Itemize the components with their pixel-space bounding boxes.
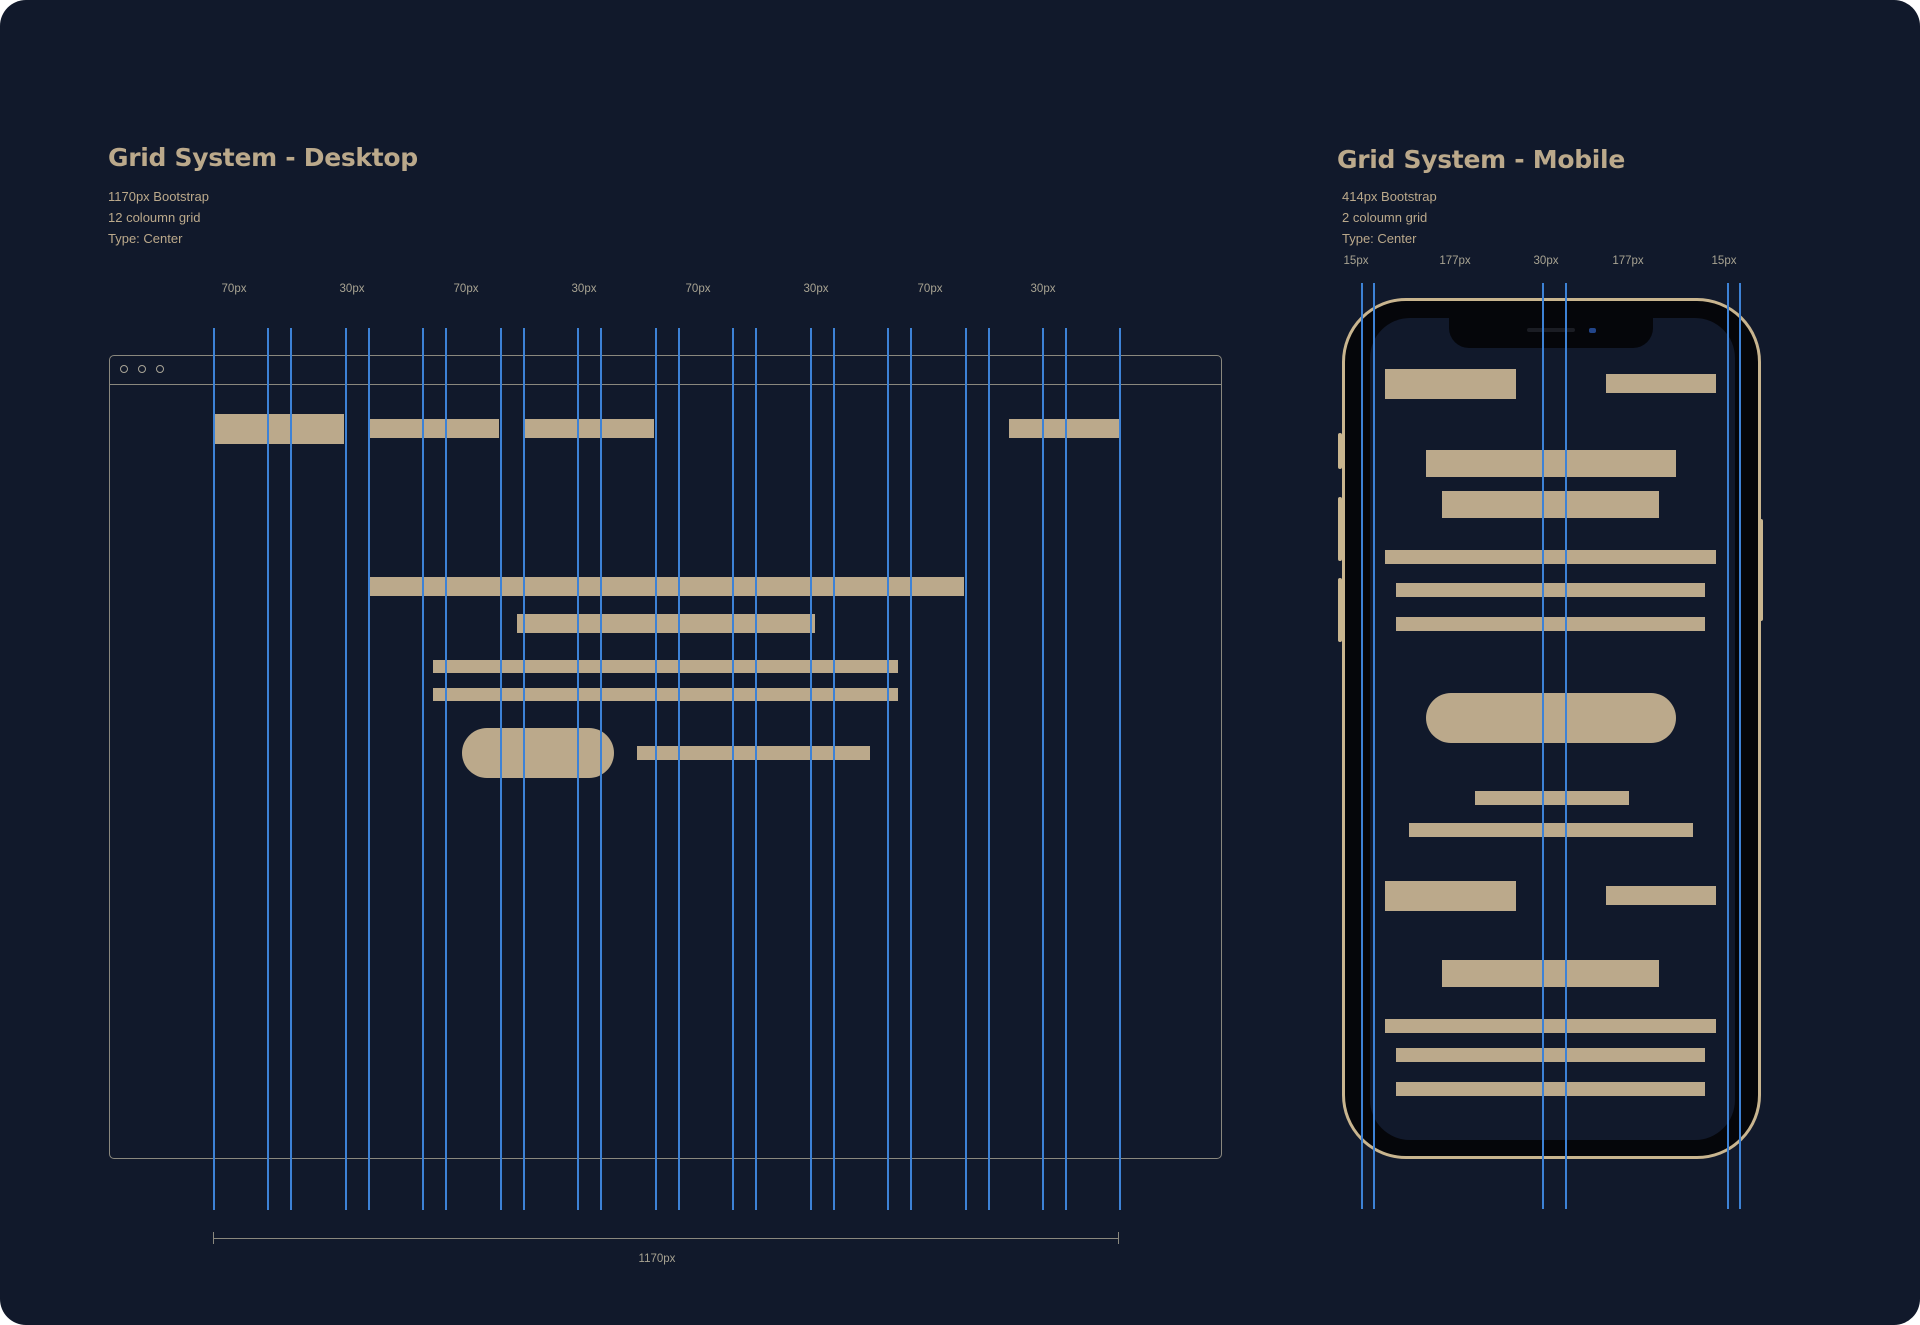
mobile-text-line bbox=[1385, 1019, 1716, 1033]
mobile-link-block bbox=[1475, 791, 1629, 805]
mobile-title: Grid System - Mobile bbox=[1337, 145, 1625, 174]
desktop-grid-line bbox=[577, 328, 579, 1210]
mobile-specs: 414px Bootstrap 2 coloumn grid Type: Cen… bbox=[1342, 186, 1437, 249]
desktop-grid-line bbox=[1065, 328, 1067, 1210]
desktop-grid-line bbox=[810, 328, 812, 1210]
mobile-text-line bbox=[1409, 823, 1693, 837]
window-dot-icon bbox=[120, 365, 128, 373]
desktop-nav-block bbox=[1009, 419, 1119, 438]
mobile-grid-line bbox=[1373, 283, 1375, 1209]
mobile-gutter-label: 30px bbox=[1533, 255, 1559, 267]
mobile-column-label: 177px bbox=[1439, 255, 1471, 267]
mobile-margin-label: 15px bbox=[1711, 255, 1737, 267]
speaker-icon bbox=[1527, 328, 1575, 332]
total-width-dimension-line bbox=[213, 1238, 1119, 1239]
desktop-grid-line bbox=[755, 328, 757, 1210]
phone-side-button bbox=[1338, 433, 1342, 469]
camera-icon bbox=[1589, 328, 1596, 333]
mobile-grid-line bbox=[1542, 283, 1544, 1209]
desktop-subheading-block bbox=[517, 614, 815, 633]
phone-notch bbox=[1449, 318, 1653, 348]
desktop-spec-columns: 12 coloumn grid bbox=[108, 210, 201, 225]
mobile-column-label: 177px bbox=[1612, 255, 1644, 267]
desktop-grid-line bbox=[833, 328, 835, 1210]
desktop-spec-type: Type: Center bbox=[108, 231, 183, 246]
desktop-column-label: 70px bbox=[917, 283, 943, 295]
desktop-grid-line bbox=[445, 328, 447, 1210]
desktop-title: Grid System - Desktop bbox=[108, 143, 418, 172]
desktop-grid-line bbox=[988, 328, 990, 1210]
mobile-button-block bbox=[1426, 693, 1676, 743]
desktop-spec-width: 1170px Bootstrap bbox=[108, 189, 209, 204]
desktop-nav-block bbox=[523, 419, 654, 438]
desktop-grid-line bbox=[1119, 328, 1121, 1210]
dimension-tick bbox=[1118, 1232, 1119, 1244]
mobile-grid-line bbox=[1565, 283, 1567, 1209]
mobile-logo-block bbox=[1385, 369, 1516, 399]
mobile-text-line bbox=[1396, 583, 1705, 597]
mobile-subheading-block bbox=[1442, 960, 1659, 987]
desktop-grid-line bbox=[965, 328, 967, 1210]
desktop-grid-line bbox=[678, 328, 680, 1210]
dimension-tick bbox=[213, 1232, 214, 1244]
desktop-heading-block bbox=[368, 577, 964, 596]
desktop-column-label: 70px bbox=[221, 283, 247, 295]
mobile-grid-line bbox=[1361, 283, 1363, 1209]
mobile-grid-line bbox=[1739, 283, 1741, 1209]
desktop-grid-line bbox=[345, 328, 347, 1210]
phone-side-button bbox=[1759, 519, 1763, 621]
desktop-gutter-label: 30px bbox=[803, 283, 829, 295]
desktop-grid-line bbox=[500, 328, 502, 1210]
desktop-button-block bbox=[462, 728, 614, 778]
mobile-heading-block bbox=[1442, 491, 1659, 518]
desktop-gutter-label: 30px bbox=[339, 283, 365, 295]
mobile-text-line bbox=[1396, 1048, 1705, 1062]
mobile-spec-width: 414px Bootstrap bbox=[1342, 189, 1437, 204]
desktop-grid-line bbox=[887, 328, 889, 1210]
desktop-grid-line bbox=[1042, 328, 1044, 1210]
mobile-text-line bbox=[1385, 550, 1716, 564]
mobile-spec-type: Type: Center bbox=[1342, 231, 1417, 246]
desktop-grid-line bbox=[267, 328, 269, 1210]
mobile-image-block bbox=[1385, 881, 1516, 911]
window-dot-icon bbox=[138, 365, 146, 373]
desktop-grid-line bbox=[523, 328, 525, 1210]
desktop-column-label: 70px bbox=[453, 283, 479, 295]
phone-side-button bbox=[1338, 497, 1342, 561]
total-width-label: 1170px bbox=[638, 1253, 676, 1265]
browser-title-bar bbox=[110, 356, 1221, 385]
mobile-label-block bbox=[1606, 886, 1716, 905]
mobile-text-line bbox=[1396, 617, 1705, 631]
desktop-grid-line bbox=[213, 328, 215, 1210]
mobile-grid-line bbox=[1727, 283, 1729, 1209]
desktop-grid-line bbox=[732, 328, 734, 1210]
browser-frame bbox=[109, 355, 1222, 1159]
desktop-logo-block bbox=[213, 414, 344, 444]
desktop-grid-line bbox=[422, 328, 424, 1210]
mobile-margin-label: 15px bbox=[1343, 255, 1369, 267]
desktop-nav-block bbox=[368, 419, 499, 438]
desktop-gutter-label: 30px bbox=[1030, 283, 1056, 295]
desktop-gutter-label: 30px bbox=[571, 283, 597, 295]
mobile-menu-block bbox=[1606, 374, 1716, 393]
desktop-grid-line bbox=[368, 328, 370, 1210]
mobile-heading-block bbox=[1426, 450, 1676, 477]
desktop-text-line bbox=[433, 688, 898, 701]
mobile-spec-columns: 2 coloumn grid bbox=[1342, 210, 1428, 225]
mobile-text-line bbox=[1396, 1082, 1705, 1096]
desktop-grid-line bbox=[910, 328, 912, 1210]
phone-side-button bbox=[1338, 578, 1342, 642]
desktop-grid-line bbox=[655, 328, 657, 1210]
desktop-grid-line bbox=[290, 328, 292, 1210]
window-dot-icon bbox=[156, 365, 164, 373]
desktop-specs: 1170px Bootstrap 12 coloumn grid Type: C… bbox=[108, 186, 209, 249]
desktop-link-block bbox=[637, 746, 870, 760]
desktop-text-line bbox=[433, 660, 898, 673]
desktop-column-label: 70px bbox=[685, 283, 711, 295]
desktop-grid-line bbox=[600, 328, 602, 1210]
